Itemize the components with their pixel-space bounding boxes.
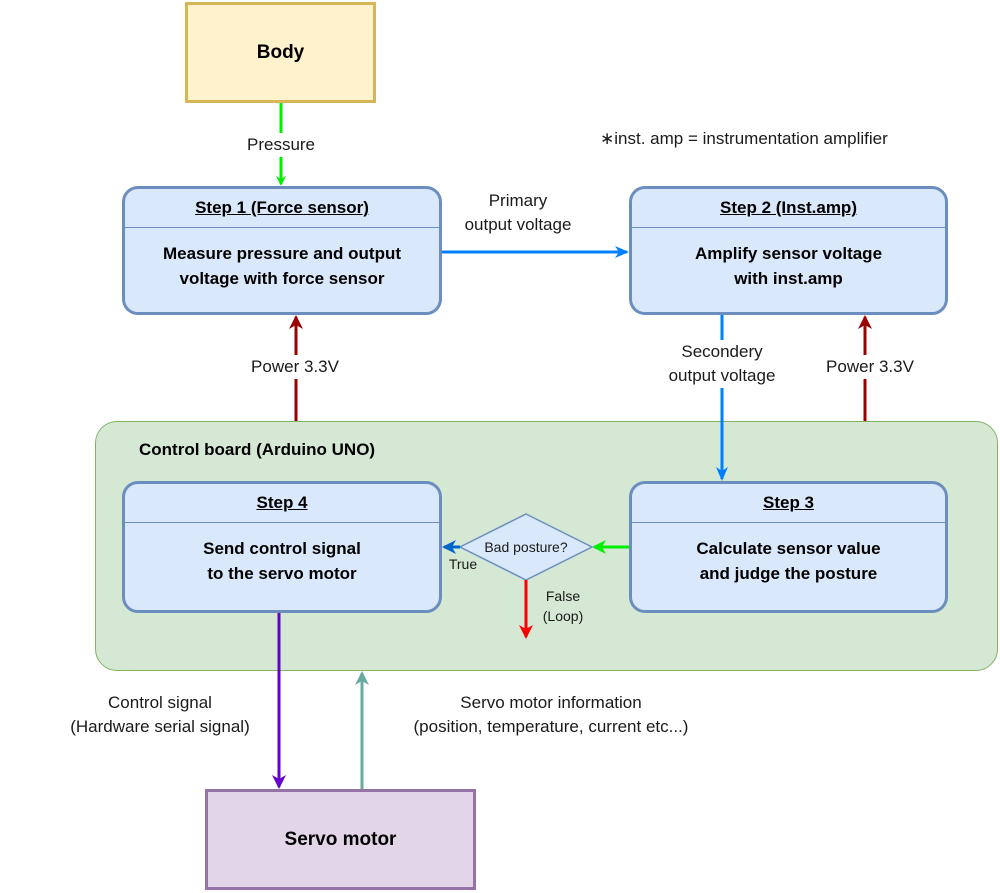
step4-text: Send control signal to the servo motor — [203, 539, 361, 583]
step2-title: Step 2 (Inst.amp) — [632, 189, 945, 228]
step3-box: Step 3 Calculate sensor value and judge … — [629, 481, 948, 613]
step3-text: Calculate sensor value and judge the pos… — [696, 539, 881, 583]
step3-title: Step 3 — [632, 484, 945, 523]
step2-box: Step 2 (Inst.amp) Amplify sensor voltage… — [629, 186, 948, 315]
servo-info-label: Servo motor information (position, tempe… — [413, 693, 689, 736]
control-board-title: Control board (Arduino UNO) — [139, 440, 376, 459]
power-left-label: Power 3.3V — [233, 355, 357, 379]
secondary-output-label: Secondery output voltage — [652, 340, 792, 388]
step2-text: Amplify sensor voltage with inst.amp — [694, 244, 883, 288]
control-signal-label: Control signal (Hardware serial signal) — [70, 693, 250, 736]
primary-output-label: Primary output voltage — [464, 191, 572, 234]
body-label: Body — [256, 41, 305, 63]
step4-box: Step 4 Send control signal to the servo … — [122, 481, 442, 613]
pressure-label: Pressure — [233, 133, 329, 157]
step1-box: Step 1 (Force sensor) Measure pressure a… — [122, 186, 442, 315]
false-label: False (Loop) — [542, 588, 584, 624]
servo-motor-box: Servo motor — [205, 789, 476, 890]
abbreviation-note: ∗inst. amp = instrumentation amplifier — [600, 129, 888, 148]
decision-label: Bad posture? — [484, 539, 568, 555]
servo-motor-label: Servo motor — [284, 828, 397, 850]
step1-text: Measure pressure and output voltage with… — [162, 244, 402, 288]
step4-title: Step 4 — [125, 484, 439, 523]
true-label: True — [448, 556, 478, 572]
body-box: Body — [185, 2, 376, 103]
step1-title: Step 1 (Force sensor) — [125, 189, 439, 228]
power-right-label: Power 3.3V — [808, 355, 932, 379]
